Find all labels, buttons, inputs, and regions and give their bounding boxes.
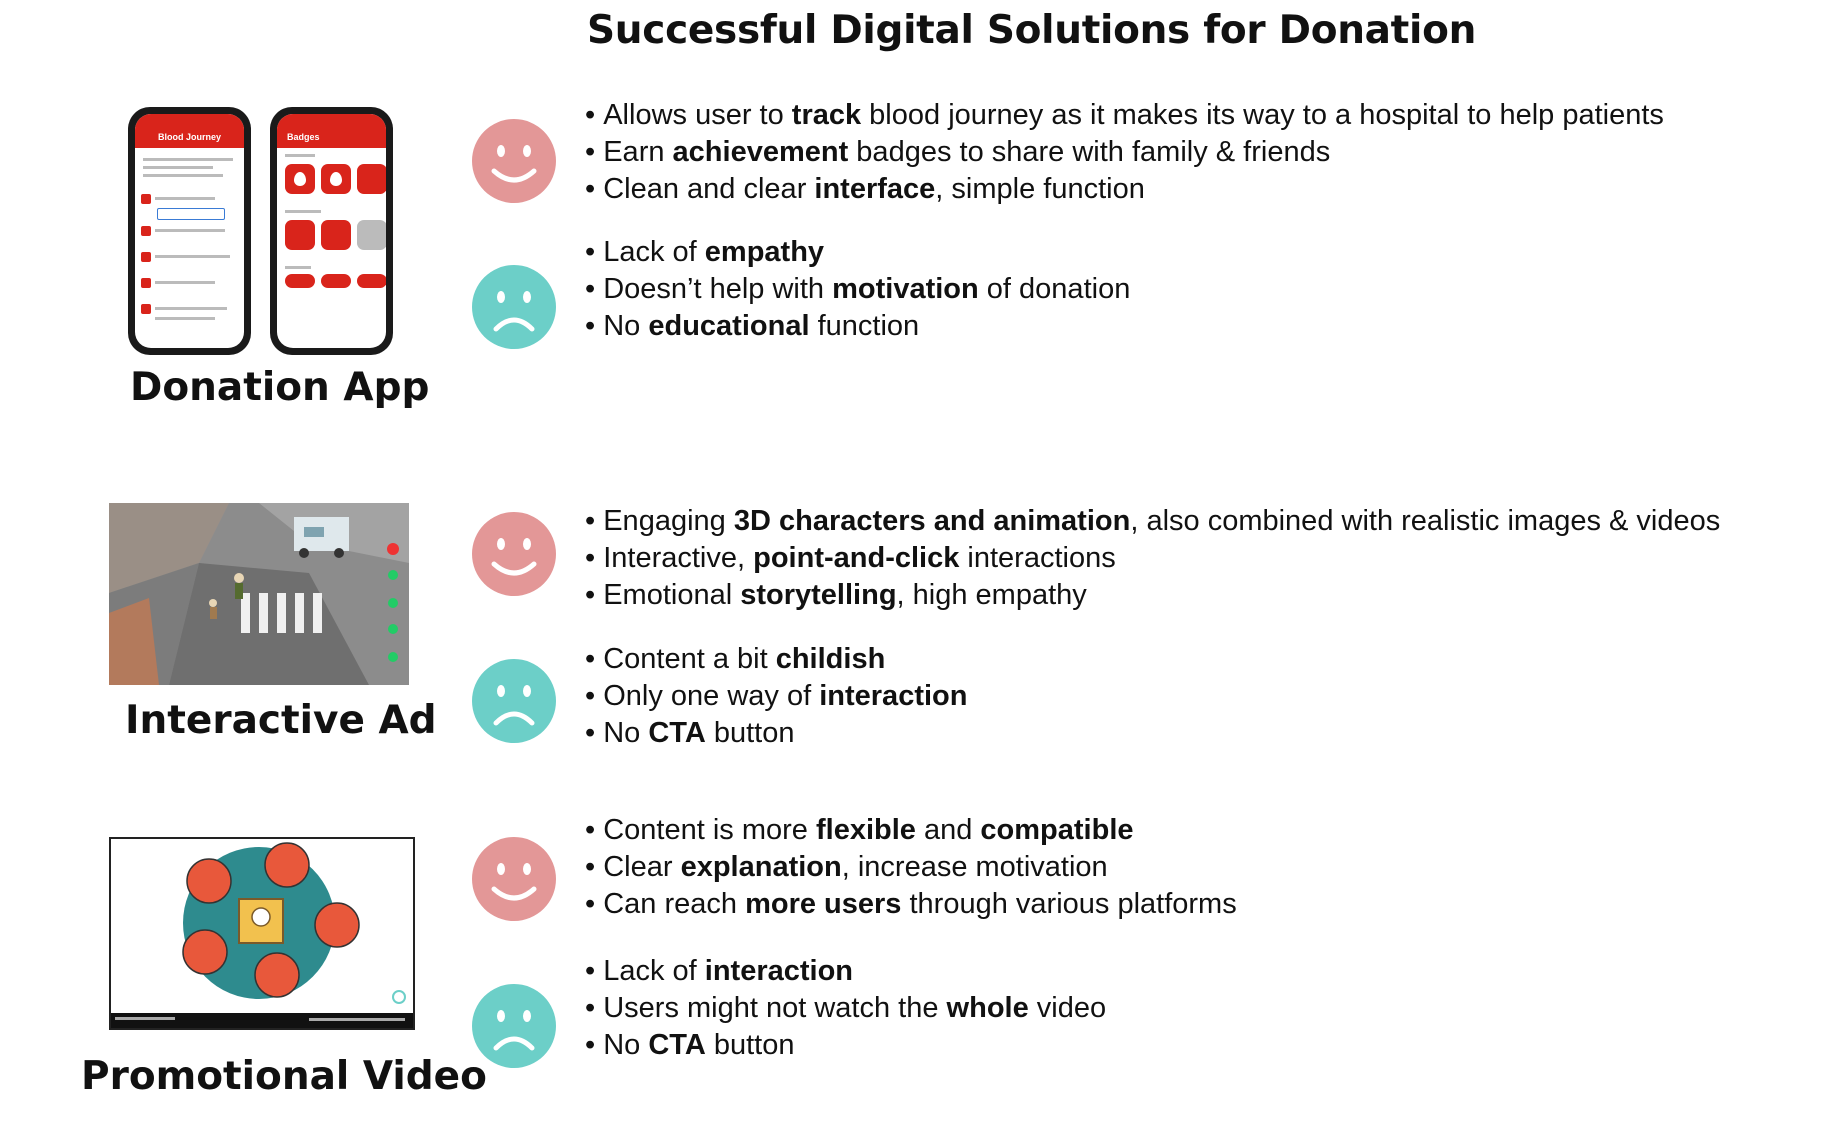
happy-face-icon bbox=[472, 119, 556, 203]
sad-face-icon bbox=[472, 265, 556, 349]
promotional-video-thumbnail bbox=[109, 837, 415, 1030]
list-item: Emotional storytelling, high empathy bbox=[585, 577, 1720, 614]
list-item: Doesn’t help with motivation of donation bbox=[585, 271, 1130, 308]
list-item: Allows user to track blood journey as it… bbox=[585, 97, 1664, 134]
section-label: Interactive Ad bbox=[125, 698, 437, 743]
interactive-ad-thumbnail bbox=[109, 503, 409, 685]
section-label: Promotional Video bbox=[81, 1054, 487, 1099]
list-item: Users might not watch the whole video bbox=[585, 990, 1106, 1027]
phone-badges: Badges bbox=[270, 107, 393, 355]
sad-face-icon bbox=[472, 984, 556, 1068]
list-item: Can reach more users through various pla… bbox=[585, 886, 1237, 923]
list-item: Only one way of interaction bbox=[585, 678, 967, 715]
phone-header: Badges bbox=[277, 114, 386, 148]
cons-list: Lack of empathy Doesn’t help with motiva… bbox=[585, 234, 1130, 345]
list-item: Earn achievement badges to share with fa… bbox=[585, 134, 1664, 171]
sad-face-icon bbox=[472, 659, 556, 743]
list-item: Content is more flexible and compatible bbox=[585, 812, 1237, 849]
cons-list: Lack of interaction Users might not watc… bbox=[585, 953, 1106, 1064]
list-item: No educational function bbox=[585, 308, 1130, 345]
happy-face-icon bbox=[472, 512, 556, 596]
list-item: No CTA button bbox=[585, 715, 967, 752]
happy-face-icon bbox=[472, 837, 556, 921]
list-item: Engaging 3D characters and animation, al… bbox=[585, 503, 1720, 540]
list-item: Clean and clear interface, simple functi… bbox=[585, 171, 1664, 208]
list-item: Clear explanation, increase motivation bbox=[585, 849, 1237, 886]
pros-list: Allows user to track blood journey as it… bbox=[585, 97, 1664, 208]
cons-list: Content a bit childish Only one way of i… bbox=[585, 641, 967, 752]
list-item: Content a bit childish bbox=[585, 641, 967, 678]
pros-list: Content is more flexible and compatible … bbox=[585, 812, 1237, 923]
list-item: No CTA button bbox=[585, 1027, 1106, 1064]
list-item: Interactive, point-and-click interaction… bbox=[585, 540, 1720, 577]
section-label: Donation App bbox=[130, 365, 430, 410]
phone-blood-journey: Blood Journey bbox=[128, 107, 251, 355]
pros-list: Engaging 3D characters and animation, al… bbox=[585, 503, 1720, 614]
donation-app-thumbnail: Blood Journey Badges bbox=[120, 105, 410, 360]
page-title: Successful Digital Solutions for Donatio… bbox=[587, 8, 1477, 53]
phone-header: Blood Journey bbox=[135, 114, 244, 148]
list-item: Lack of interaction bbox=[585, 953, 1106, 990]
list-item: Lack of empathy bbox=[585, 234, 1130, 271]
